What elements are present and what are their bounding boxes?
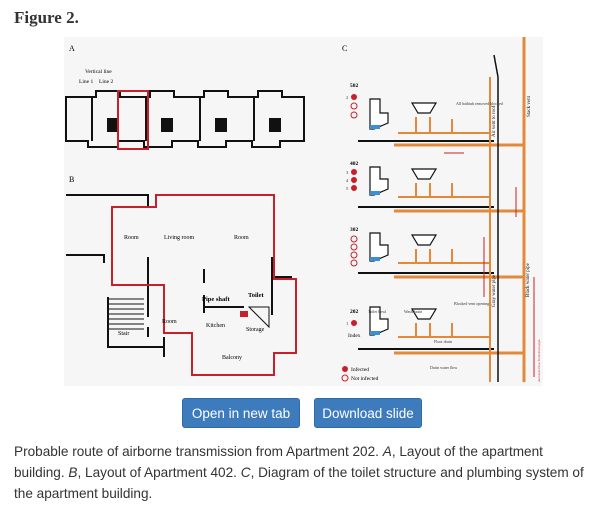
panel-a-label: A [69,44,75,53]
toilet-fixtures [369,98,438,336]
water-traps [370,125,380,335]
air-vent-label: Air vent to roof [492,105,497,137]
figure-image: A Vertical line Line 1 Line 2 B Room Liv… [64,37,543,386]
caption-text-2: , Layout of the apartment building. [14,444,543,480]
caption-text-3: , Layout of Apartment 402. [77,465,241,480]
pipe-shaft-marker [240,311,248,317]
case-num-1: 1 [346,321,348,326]
floor-202: 202 [350,309,359,315]
floor-402: 402 [350,161,359,167]
apartment-402-outline [111,194,297,376]
gray-water-pipe [398,77,491,382]
storage-label: Storage [246,327,265,333]
all-bathtub-label: All bathtub removed blocked [456,101,503,106]
case-marker-402c [351,185,357,191]
legend-not-infected: Not infected [351,375,379,382]
case-marker-202 [351,320,357,326]
index-label: Index [348,333,361,339]
drain-water-flow-label: Drain water flow [430,365,457,370]
line2-label: Line 2 [99,79,113,85]
stack-vent-label: Stack vent [527,95,532,117]
caption-label-c: C [240,465,251,480]
legend-not-infected-swatch [341,374,349,382]
case-num-2: 2 [346,95,348,100]
case-num-5: 5 [346,186,349,191]
stair-label: Stair [118,331,129,337]
building-floorplan [65,90,305,148]
caption-text-1: Probable route of airborne transmission … [14,444,383,459]
floor-502: 502 [350,83,359,89]
figure-diagram: A Vertical line Line 1 Line 2 B Room Liv… [65,37,541,382]
floor-drain-label: Floor drain [434,339,452,344]
blocked-vent-label: Blocked vent opening [454,301,489,306]
aerosol-arrows [444,152,535,377]
balcony-label: Balcony [222,355,242,361]
room-label-1: Room [124,235,139,241]
panel-c-label: C [342,44,347,53]
room-label-room: Room [162,319,177,325]
line1-label: Line 1 [79,79,93,85]
legend: Infected Not infected [341,366,379,382]
case-marker-502 [351,94,357,100]
case-num-3: 3 [346,170,349,175]
floor-slabs [358,140,494,350]
aerosols-label: Aerosols flow from drain pipe [537,339,541,382]
floor-302: 302 [350,227,359,233]
caption-label-b: B [68,465,78,480]
case-marker-402b [351,177,357,183]
kitchen-label: Kitchen [206,323,225,329]
legend-infected-swatch [342,366,348,372]
toilet-bowl-label: Toilet bowl [368,309,387,314]
room-label-living: Living room [164,235,194,241]
case-markers [350,94,358,326]
vertical-line-label: Vertical line [85,69,112,75]
legend-infected: Infected [351,366,369,373]
caption-label-a: A [382,444,392,459]
open-in-new-tab-button[interactable]: Open in new tab [182,398,300,428]
highlight-line2 [117,90,149,150]
toilet-label: Toilet [248,292,264,299]
caption-text-4: , Diagram of the toilet structure and pl… [14,465,584,501]
room-label-3: Room [234,235,249,241]
case-num-4: 4 [346,178,349,183]
stairs [108,298,270,330]
wash-basin-label: Wash basin [404,309,422,314]
black-water-pipe-label: Black water pipe [526,262,531,297]
figure-caption: Probable route of airborne transmission … [14,441,588,504]
gray-water-pipe-label: Gray water pipe [492,274,497,307]
download-slide-button[interactable]: Download slide [314,398,422,428]
air-vent-pipe [493,54,499,382]
black-water-pipe [394,37,526,382]
pipe-shaft-label: Pipe shaft [202,296,230,303]
case-marker-402a [351,169,357,175]
figure-title: Figure 2. [14,8,79,27]
panel-b-label: B [69,175,74,184]
